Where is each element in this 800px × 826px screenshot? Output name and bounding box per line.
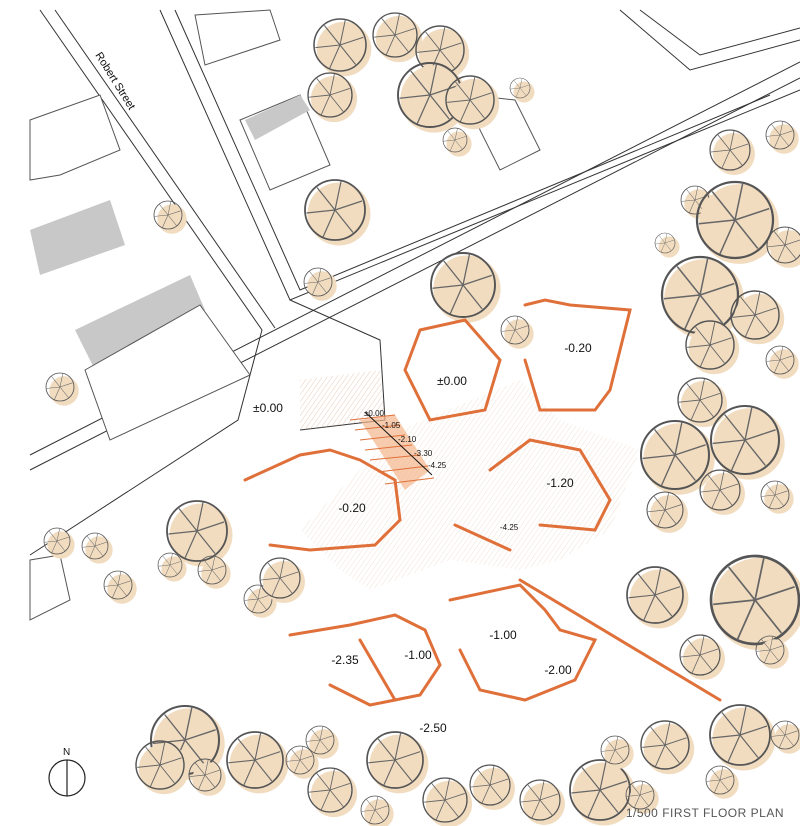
tree-shadow	[47, 531, 75, 559]
tree-shadow	[629, 784, 659, 814]
north-arrow: N	[48, 747, 86, 797]
tree-shadow	[650, 495, 688, 533]
level-court-center: -4.25	[500, 523, 519, 532]
tree-shadow	[709, 769, 739, 799]
level-pavilion-d: -1.20	[546, 476, 574, 490]
stair-level: -4.25	[428, 461, 447, 470]
stair-level: -2.10	[398, 435, 417, 444]
tree-shadow	[759, 639, 789, 669]
north-label: N	[63, 747, 70, 758]
tree-shadow	[310, 75, 358, 123]
level-pavilion-h: -2.00	[544, 663, 572, 677]
tree-shadow	[316, 21, 372, 77]
level-pavilion-c: -0.20	[338, 501, 366, 515]
stair-arrow	[364, 411, 433, 476]
level-labels: ±0.00 ±0.00 -0.20 -0.20 -1.20 -4.25 -2.3…	[253, 341, 592, 735]
level-pavilion-a: ±0.00	[437, 374, 467, 388]
tree-shadow	[683, 638, 725, 680]
tree-shadow	[201, 559, 231, 589]
tree-shadow	[309, 729, 339, 759]
tree-shadow	[448, 78, 500, 130]
tree-shadow	[712, 557, 800, 651]
tree-shadow	[629, 569, 689, 629]
stair-levels: ±0.00 -1.05 -2.10 -3.30 -4.25	[364, 409, 447, 470]
tree-shadow	[688, 323, 740, 375]
tree-shadow	[310, 770, 358, 818]
tree-shadow	[473, 768, 515, 810]
tree-shadow	[307, 271, 337, 301]
tree-shadow	[643, 723, 695, 775]
tree-shadow	[263, 561, 305, 603]
tree-shadow	[364, 799, 394, 826]
tree-shadow	[712, 707, 776, 771]
tree-shadow	[49, 376, 79, 406]
tree-shadow	[733, 293, 785, 345]
level-street: ±0.00	[253, 401, 283, 415]
tree-shadow	[446, 131, 472, 157]
tree-shadow	[504, 319, 534, 349]
tree-shadow	[107, 574, 137, 604]
tree-shadow	[523, 783, 565, 825]
tree-shadow	[169, 503, 233, 567]
neighbouring-buildings	[29, 9, 541, 621]
tree-shadow	[713, 133, 755, 175]
level-pavilion-e: -2.35	[331, 653, 359, 667]
level-pavilion-b: -0.20	[564, 341, 592, 355]
tree-shadow	[375, 15, 423, 63]
tree-shadow	[229, 734, 289, 794]
stair-level: -3.30	[414, 449, 433, 458]
tree-shadow	[138, 743, 190, 795]
tree-shadow	[774, 724, 800, 754]
tree-shadow	[513, 81, 535, 103]
pavilion-walls	[243, 298, 722, 707]
stair-level: -1.05	[382, 421, 401, 430]
tree-shadow	[769, 349, 799, 379]
tree-shadow	[289, 749, 319, 779]
level-pavilion-f: -1.00	[404, 648, 432, 662]
level-ground-south: -2.50	[419, 721, 447, 735]
trees	[43, 12, 800, 826]
courtyard-paving	[300, 370, 640, 590]
tree-shadow	[658, 236, 680, 258]
drawing-title: 1/500 FIRST FLOOR PLAN	[625, 806, 784, 820]
level-pavilion-g: -1.00	[489, 628, 517, 642]
stair-level: ±0.00	[364, 409, 385, 418]
tree-shadow	[307, 182, 371, 246]
tree-shadow	[604, 739, 634, 769]
tree-shadow	[769, 124, 799, 154]
tree-shadow	[369, 734, 429, 794]
tree-shadow	[157, 204, 187, 234]
tree-shadow	[764, 484, 794, 514]
tree-shadow	[680, 380, 728, 428]
tree-shadow	[161, 556, 187, 582]
tree-shadow	[770, 230, 800, 268]
tree-shadow	[572, 762, 636, 826]
tree-shadow	[85, 536, 113, 564]
tree-shadow	[425, 780, 473, 826]
tree-shadow	[703, 473, 745, 515]
